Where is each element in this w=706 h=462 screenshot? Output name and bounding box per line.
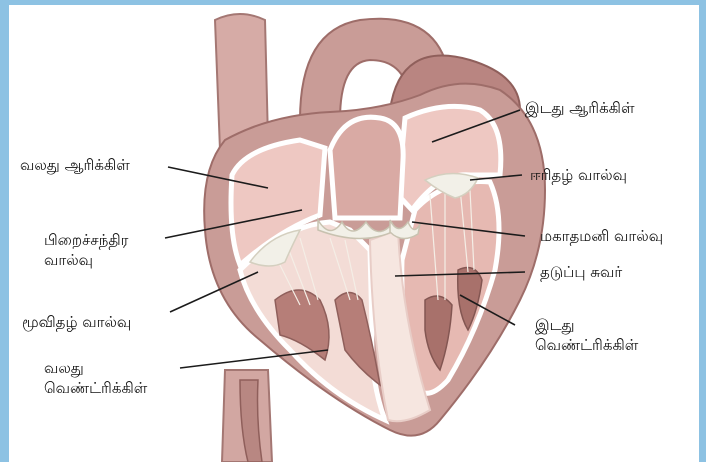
label-left-ventricle: இடது வெண்ட்ரிக்கிள் (535, 315, 638, 355)
label-right-atrium: வலது ஆரிக்கிள் (20, 155, 130, 175)
label-septum: தடுப்பு சுவர் (540, 262, 622, 282)
label-tricuspid-valve-2: மூவிதழ் வால்வு (22, 312, 131, 332)
label-tricuspid-valve: பிறைச்சந்திர வால்வு (44, 230, 128, 270)
aortic-root (330, 117, 403, 218)
label-mitral-valve: ஈரிதழ் வால்வு (530, 165, 627, 185)
label-aortic-valve: மகாதமனி வால்வு (540, 226, 663, 246)
label-left-atrium: இடது ஆரிக்கிள் (525, 98, 635, 118)
label-right-ventricle: வலது வெண்ட்ரிக்கிள் (44, 358, 147, 398)
